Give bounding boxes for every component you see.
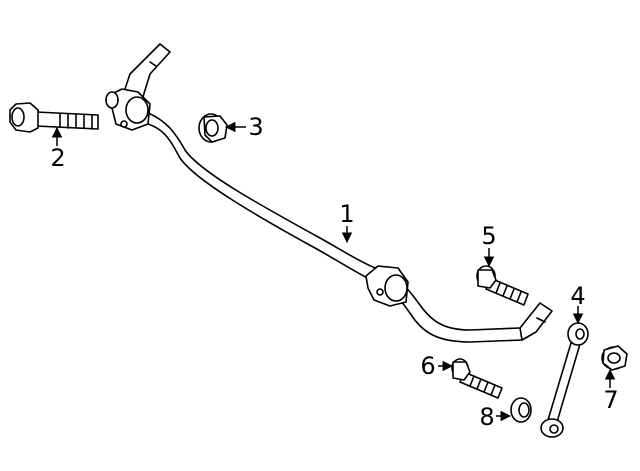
bar-right-end	[519, 302, 553, 341]
callout-4: 4	[570, 282, 585, 310]
callout-7: 7	[603, 386, 618, 414]
callout-5: 5	[481, 222, 496, 250]
bar-bushing-right	[365, 265, 409, 307]
bolt-right[interactable]	[476, 265, 529, 306]
leader-lines	[51, 121, 616, 422]
callout-8: 8	[479, 403, 494, 431]
bolt-lower[interactable]	[451, 358, 503, 399]
bar-bushing-left	[105, 88, 151, 131]
callout-2: 2	[50, 144, 65, 172]
stabilizer-link[interactable]	[540, 322, 589, 438]
callout-3: 3	[248, 113, 263, 141]
washer[interactable]	[510, 397, 532, 423]
long-bolt[interactable]	[9, 102, 99, 133]
callout-6: 6	[420, 352, 435, 380]
callout-labels: 1 2 3 4 5 6 7 8	[50, 113, 618, 431]
bar-tube-outer	[139, 109, 521, 331]
bar-tube-inner	[141, 121, 523, 343]
nut-right[interactable]	[601, 345, 628, 371]
stabilizer-bar[interactable]	[105, 43, 553, 343]
callout-1: 1	[339, 200, 354, 228]
flange-nut-top[interactable]	[198, 113, 228, 143]
